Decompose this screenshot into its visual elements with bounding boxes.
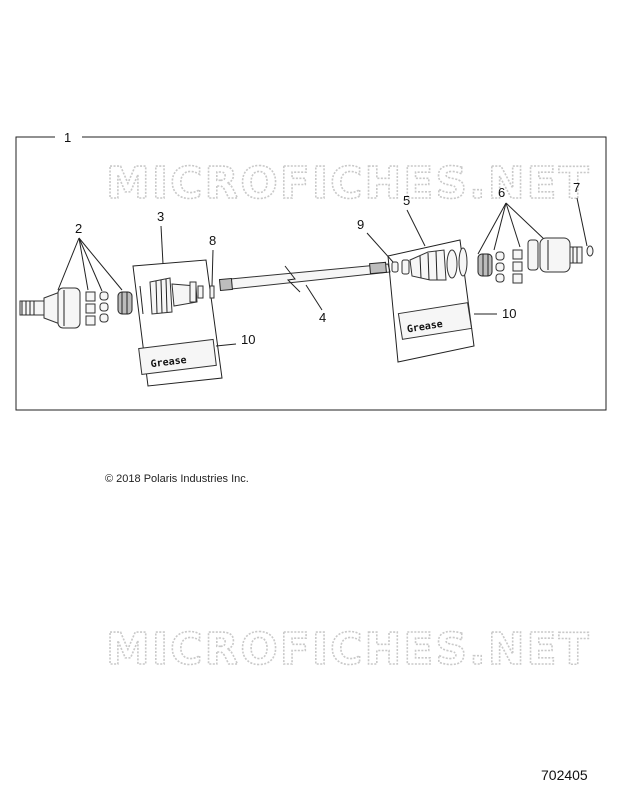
bearing-cage-left [85, 291, 133, 326]
leader-6a [477, 202, 507, 255]
callout-8: 8 [209, 233, 216, 248]
grease-label-left: Grease [150, 355, 187, 370]
leader-6c [505, 202, 521, 248]
leader-5 [406, 209, 426, 247]
watermark-top: MICROFICHES.NET [106, 158, 591, 209]
watermark-bottom: MICROFICHES.NET [106, 624, 591, 675]
callout-7: 7 [573, 180, 580, 195]
copyright-notice: © 2018 Polaris Industries Inc. [105, 473, 249, 485]
leader-7 [576, 197, 588, 247]
axle-shaft [218, 261, 391, 293]
callout-9: 9 [357, 217, 364, 232]
outer-cv-joint [527, 237, 583, 273]
callout-3: 3 [157, 209, 164, 224]
figure-id: 702405 [541, 767, 588, 783]
leader-6d [505, 202, 546, 241]
inner-cv-joint [19, 287, 81, 329]
grease-packet-left [138, 338, 217, 375]
boot-kit-left-box [132, 259, 223, 387]
leader-4 [305, 284, 323, 311]
clip-ring [586, 245, 594, 257]
callout-10-right: 10 [502, 306, 516, 321]
leader-3 [160, 225, 164, 265]
boot-kit-right-box [387, 239, 475, 363]
callout-4: 4 [319, 310, 326, 325]
leader-10a [215, 343, 237, 347]
leader-2b [78, 237, 89, 291]
leader-8 [211, 249, 214, 287]
callout-2: 2 [75, 221, 82, 236]
inner-boot [139, 277, 204, 315]
leader-2a [57, 237, 80, 291]
callout-10-left: 10 [241, 332, 255, 347]
outer-boot [401, 247, 468, 281]
leader-6b [493, 202, 507, 251]
leader-2c [78, 237, 103, 292]
leader-9 [366, 232, 394, 263]
callout-1: 1 [64, 130, 71, 145]
callout-6: 6 [498, 185, 505, 200]
snap-ring-left [209, 285, 215, 299]
callout-5: 5 [403, 193, 410, 208]
assembly-frame [15, 136, 607, 411]
grease-packet-right [397, 302, 473, 340]
retaining-ring [391, 261, 399, 273]
bearing-cage-right [477, 249, 523, 284]
leader-2d [78, 237, 123, 291]
